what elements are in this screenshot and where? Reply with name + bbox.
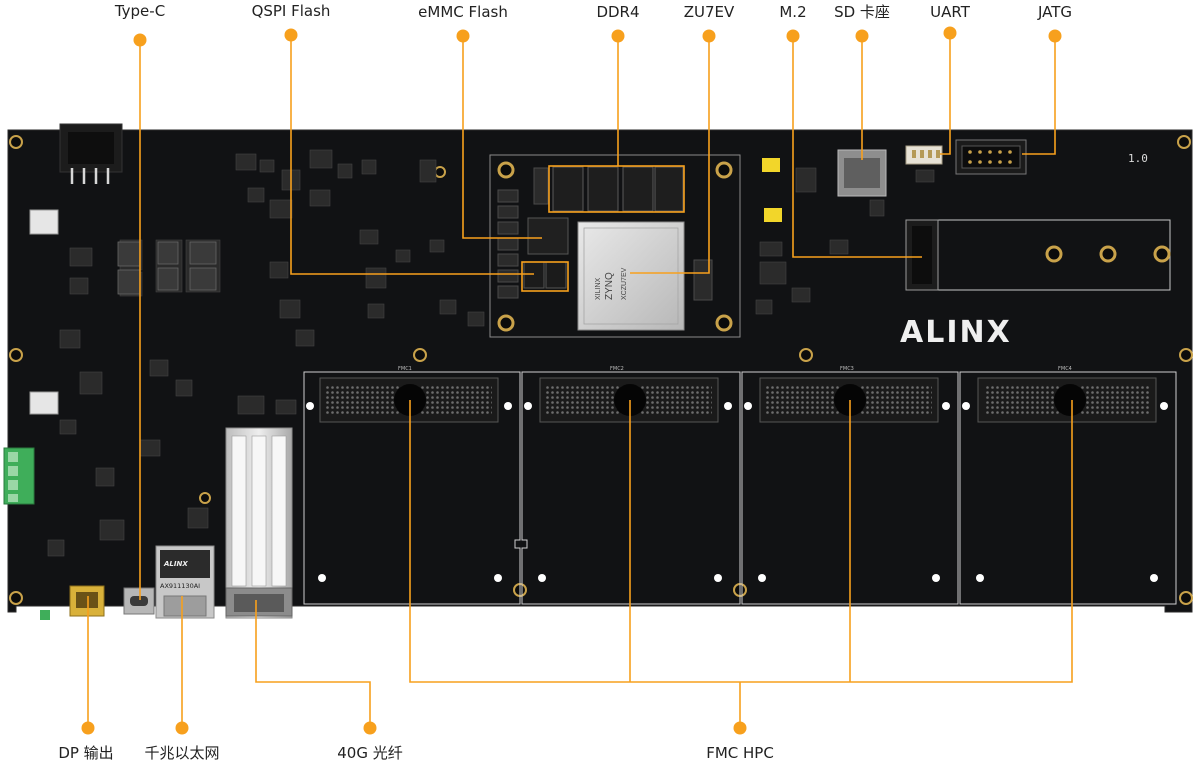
label-40g-fiber: 40G 光纤	[337, 744, 403, 762]
board-revision: 1.0	[1128, 152, 1148, 165]
label-sd-card: SD 卡座	[834, 3, 890, 21]
m2-slot	[905, 219, 1171, 291]
label-uart: UART	[930, 3, 970, 21]
fmc-slot-2	[521, 371, 741, 605]
usb-type-c-port	[123, 587, 155, 615]
label-jatg: JATG	[1037, 3, 1073, 21]
power-inductors	[117, 241, 217, 295]
fmc-slot-4	[959, 371, 1177, 605]
green-led	[40, 610, 50, 620]
leader-dots	[81, 26, 1062, 735]
fmc1-silk: FMC1	[398, 366, 412, 372]
fmc4-silk: FMC4	[1058, 366, 1072, 372]
label-dp-output: DP 输出	[58, 744, 114, 762]
leader-lines	[87, 33, 1073, 726]
som-brand-text: XILINX	[595, 277, 602, 300]
label-fmc-hpc: FMC HPC	[706, 744, 774, 762]
jtag-connector	[955, 139, 1027, 175]
left-white-headers	[29, 209, 59, 415]
uart-connector	[905, 145, 943, 165]
label-qspi-flash: QSPI Flash	[251, 2, 331, 20]
label-emmc-flash: eMMC Flash	[418, 3, 508, 21]
qsfp-cage	[225, 427, 293, 619]
fmc2-silk: FMC2	[610, 366, 624, 372]
label-ddr4: DDR4	[596, 3, 640, 21]
ethernet-part: AX911130AI	[160, 582, 200, 590]
label-type-c: Type-C	[114, 2, 166, 20]
rj45-ethernet-jack	[155, 545, 215, 619]
mounting-holes	[9, 135, 1193, 605]
fmc3-silk: FMC3	[840, 366, 854, 372]
smd-components	[47, 149, 935, 557]
dip-switches	[762, 158, 782, 222]
som-series-text: ZYNQ	[604, 272, 615, 300]
green-terminal-block	[3, 447, 35, 505]
power-connector	[59, 123, 123, 184]
label-gigabit-ethernet: 千兆以太网	[144, 744, 220, 762]
som-module	[489, 154, 741, 338]
label-m2: M.2	[779, 3, 807, 21]
ethernet-brand: ALINX	[163, 560, 188, 568]
som-part-text: XCZU7EV	[621, 267, 628, 300]
sd-card-slot	[837, 149, 887, 197]
label-zu7ev: ZU7EV	[683, 3, 735, 21]
fmc-slot-1	[303, 371, 521, 605]
fmc-slot-3	[741, 371, 959, 605]
displayport-connector	[69, 585, 105, 617]
board-logo: ALINX	[900, 315, 1012, 350]
